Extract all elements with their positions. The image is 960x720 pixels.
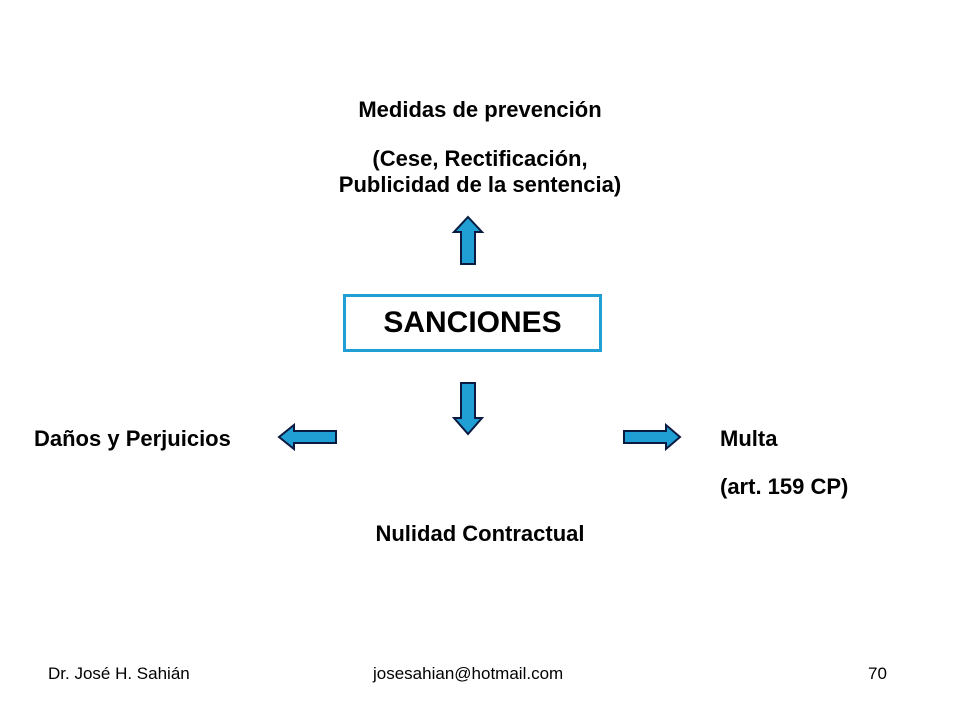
left-node-label: Daños y Perjuicios [34,426,231,451]
right-node-detail: (art. 159 CP) [720,474,849,499]
right-node-label: Multa [720,426,778,451]
arrow-up-icon [451,215,485,265]
top-node-detail: (Cese, Rectificación, Publicidad de la s… [338,146,622,198]
page-number: 70 [868,664,887,683]
arrow-left-icon [277,422,337,452]
central-node-label: SANCIONES [383,306,562,339]
top-node-title: Medidas de prevención [358,97,602,122]
footer-email: josesahian@hotmail.com [373,664,564,683]
bottom-node-label: Nulidad Contractual [375,521,585,546]
central-node-box: SANCIONES [343,294,602,352]
arrow-right-icon [623,422,682,452]
arrow-down-icon [451,382,485,436]
footer-author: Dr. José H. Sahián [48,664,190,683]
